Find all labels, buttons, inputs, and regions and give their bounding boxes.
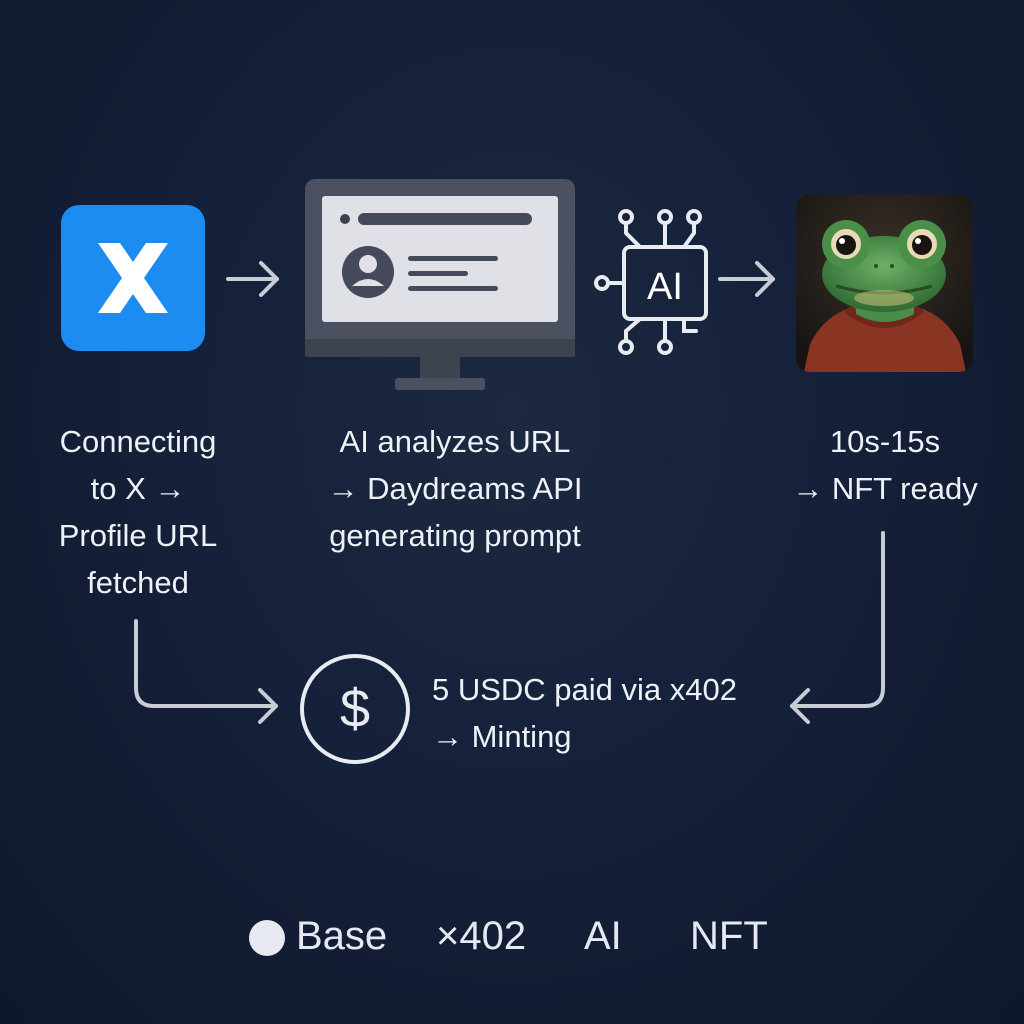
x-logo-icon (61, 205, 205, 351)
elbow-arrow-icon (134, 619, 278, 724)
frog-nft-image (796, 194, 973, 372)
step-ready-line: → NFT ready (792, 471, 978, 506)
footer-tags: Base ×402 AI NFT (0, 908, 1024, 968)
step-pay-line: → Minting (432, 719, 572, 754)
step-ready-line: 10s-15s (829, 424, 941, 459)
tag-base: Base (296, 914, 388, 958)
step-analyze-line: → Daydreams API (327, 471, 583, 506)
tag-ai: AI (584, 914, 622, 958)
ai-chip-label: AI (647, 266, 683, 308)
arrow-right-icon (718, 261, 775, 297)
step-connect-line: fetched (87, 565, 189, 600)
arrow-right-icon (226, 261, 279, 297)
monitor-profile-icon (305, 179, 575, 390)
step-pay-line: 5 USDC paid via x402 (432, 672, 737, 707)
svg-text:$: $ (340, 679, 370, 739)
step-analyze-label: AI analyzes URL → Daydreams API generati… (290, 418, 620, 559)
step-connect-line: Profile URL (58, 518, 218, 553)
x-glyph-icon (98, 243, 168, 313)
step-connect-line: Connecting (59, 424, 217, 459)
dollar-coin-icon: $ (300, 654, 410, 764)
step-pay-label: 5 USDC paid via x402 → Minting (432, 666, 792, 760)
step-analyze-line: AI analyzes URL (339, 424, 571, 459)
step-connect-line: to X → (90, 471, 186, 506)
step-connect-label: Connecting to X → Profile URL fetched (20, 418, 256, 606)
step-analyze-line: generating prompt (329, 518, 581, 553)
ai-chip-icon: AI (594, 209, 708, 355)
tag-x402: ×402 (436, 914, 527, 958)
elbow-arrow-icon (790, 531, 885, 724)
base-dot-icon (249, 920, 285, 956)
tag-nft: NFT (690, 914, 768, 958)
step-ready-label: 10s-15s → NFT ready (760, 418, 1010, 512)
